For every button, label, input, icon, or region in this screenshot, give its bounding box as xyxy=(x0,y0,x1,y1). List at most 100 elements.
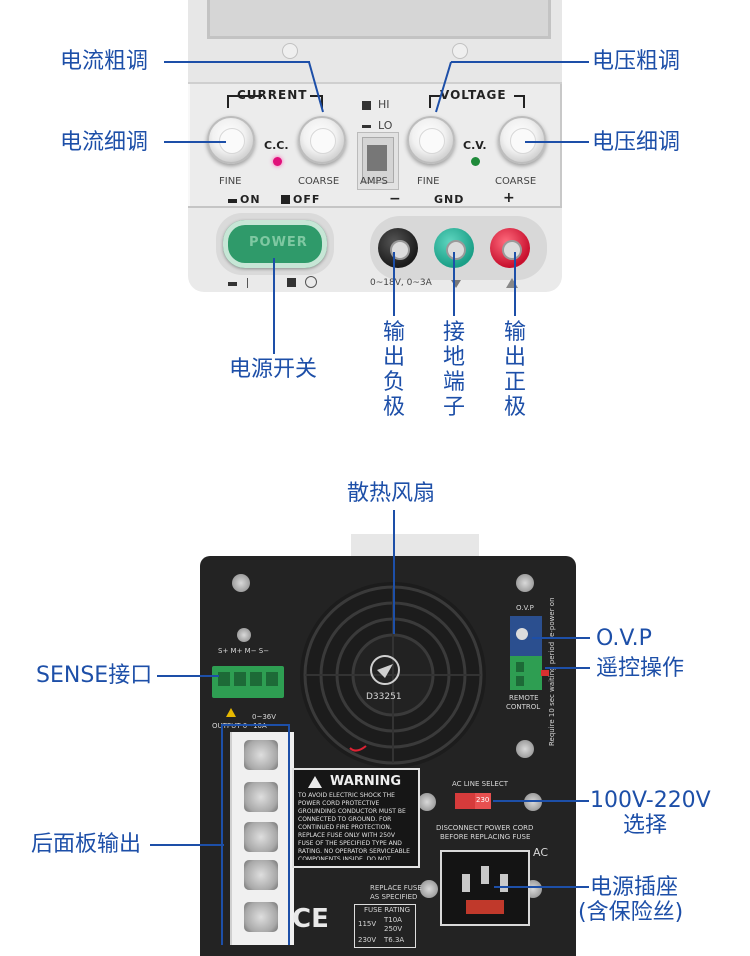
fuse-holder-icon[interactable] xyxy=(466,900,504,914)
ac-label: AC xyxy=(533,846,549,859)
rear-terminal-2[interactable] xyxy=(244,782,278,812)
replace-fuse-label: REPLACE FUSE xyxy=(370,884,422,892)
power-off-mark xyxy=(287,278,296,287)
remote-indicator-icon xyxy=(541,670,549,676)
label-rear-output: 后面板输出 xyxy=(31,832,142,857)
output-positive-terminal[interactable] xyxy=(490,228,530,268)
screw-top-left-icon xyxy=(232,574,250,592)
fan-model-label: D33251 xyxy=(366,692,402,702)
sense-pin-4 xyxy=(266,672,278,686)
rear-terminal-1[interactable] xyxy=(244,740,278,770)
rear-terminal-5[interactable] xyxy=(244,902,278,932)
label-ovp: O.V.P xyxy=(596,626,652,651)
sense-pin-3 xyxy=(250,672,262,686)
fuse-115-label: 115V xyxy=(358,920,377,928)
cc-label: C.C. xyxy=(264,139,289,152)
amps-button-face xyxy=(367,145,387,171)
inlet-pin-left-icon xyxy=(462,874,470,892)
off-icon xyxy=(281,195,290,204)
label-voltage-select-2: 选择 xyxy=(623,813,668,838)
inlet-pin-center-icon xyxy=(481,866,489,884)
power-button-text: POWER xyxy=(249,235,308,250)
fuse-115-value: T10A 250V xyxy=(384,916,403,933)
remote-label: REMOTE xyxy=(509,694,539,702)
cv-label: C.V. xyxy=(463,139,487,152)
leader-remote xyxy=(545,667,590,669)
as-specified-label: AS SPECIFIED xyxy=(370,893,418,901)
warning-label-box: WARNING TO AVOID ELECTRIC SHOCK THE POWE… xyxy=(292,768,420,868)
screw-mid-right-icon xyxy=(516,740,534,758)
voltage-select-switch[interactable]: 230 xyxy=(455,793,491,809)
leader-output-positive xyxy=(514,252,516,316)
coarse-right-label: COARSE xyxy=(495,176,537,187)
voltage-fine-knob[interactable] xyxy=(407,116,455,164)
display-window xyxy=(207,0,551,39)
switch-slider-icon xyxy=(475,793,491,809)
screw-switch-right-icon xyxy=(524,793,542,811)
leader-rear-output xyxy=(150,844,224,846)
leader-output-negative xyxy=(393,252,395,316)
leader-voltage-select xyxy=(493,800,589,802)
output-range-label: 0~36V xyxy=(252,713,277,721)
label-fan: 散热风扇 xyxy=(347,481,436,506)
gnd-label: GND xyxy=(434,193,465,206)
ground-symbol-icon xyxy=(451,280,461,288)
leader-rear-output-bracket-right xyxy=(288,724,290,945)
rating-label: 0~18V, 0~3A xyxy=(370,278,432,288)
ce-mark: CE xyxy=(292,904,329,934)
power-inlet-socket[interactable] xyxy=(440,850,530,926)
warning-text: TO AVOID ELECTRIC SHOCK THE POWER CORD P… xyxy=(298,792,410,860)
amps-label: AMPS xyxy=(360,176,388,187)
ac-line-select-label: AC LINE SELECT xyxy=(452,780,508,788)
label-power-socket: 电源插座 xyxy=(590,875,679,900)
leader-rear-output-bracket-top xyxy=(221,724,290,726)
cv-led xyxy=(471,157,480,166)
leader-power-switch xyxy=(273,258,275,354)
leader-rear-output-bracket-left xyxy=(221,724,223,945)
cc-led xyxy=(273,157,282,166)
disconnect-label-2: BEFORE REPLACING FUSE xyxy=(440,833,531,841)
control-label: CONTROL xyxy=(506,703,541,711)
current-coarse-knob[interactable] xyxy=(298,116,346,164)
leader-power-socket xyxy=(494,886,589,888)
inlet-pin-right-icon xyxy=(500,874,508,892)
output-label: OUTPUT 0~10A xyxy=(212,722,267,730)
fine-right-label: FINE xyxy=(417,176,440,187)
label-power-switch: 电源开关 xyxy=(229,357,318,382)
output-negative-terminal[interactable] xyxy=(378,228,418,268)
sense-pin-2 xyxy=(234,672,246,686)
leader-voltage-coarse xyxy=(451,61,589,63)
leader-sense xyxy=(157,675,219,677)
screw-switch-left-icon xyxy=(418,793,436,811)
hi-icon xyxy=(362,101,371,110)
plus-label: + xyxy=(503,190,516,206)
ovp-trimmer-icon xyxy=(516,628,528,640)
label-ground-terminal: 接地端子 xyxy=(442,320,465,420)
current-fine-knob[interactable] xyxy=(207,116,255,164)
power-off-circle xyxy=(305,276,317,288)
on-label: ON xyxy=(240,193,261,206)
screw-top-right-icon xyxy=(516,574,534,592)
power-button[interactable]: POWER xyxy=(223,220,327,268)
switch-value-label: 230 xyxy=(476,796,490,804)
minus-label: − xyxy=(389,191,402,207)
require-label: Require 10 sec waiting period re-power o… xyxy=(548,597,556,746)
rear-terminal-3[interactable] xyxy=(244,822,278,852)
remote-control-connector[interactable] xyxy=(510,656,542,690)
rear-terminal-4[interactable] xyxy=(244,860,278,890)
sense-pins-label: S+ M+ M− S− xyxy=(218,647,270,655)
lo-icon xyxy=(362,125,371,128)
label-voltage-coarse: 电压粗调 xyxy=(592,49,681,74)
on-icon xyxy=(228,199,237,203)
leader-ovp xyxy=(532,637,590,639)
screw-socket-left-icon xyxy=(420,880,438,898)
voltage-coarse-knob[interactable] xyxy=(498,116,546,164)
label-voltage-fine: 电压细调 xyxy=(592,130,681,155)
label-output-negative: 输出负极 xyxy=(382,320,405,420)
current-label: CURRENT xyxy=(237,88,308,102)
remote-pin-icon xyxy=(516,662,524,672)
leader-fan xyxy=(393,510,395,634)
remote-pin-2-icon xyxy=(516,676,524,686)
warning-triangle-icon xyxy=(506,278,518,288)
fuse-rating-label: FUSE RATING xyxy=(364,906,411,914)
